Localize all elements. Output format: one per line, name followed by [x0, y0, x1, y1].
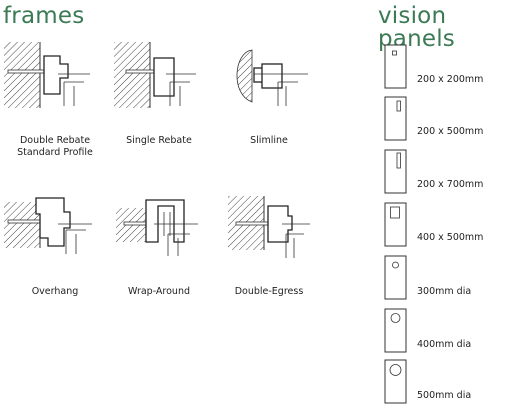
door-leaf-icon — [384, 255, 407, 300]
vision-panel-label: 300mm dia — [417, 286, 472, 297]
frame-slimline: Slimline — [214, 38, 324, 188]
vision-panel-400-dia: 400mm dia — [384, 308, 519, 356]
vision-panel-400x500: 400 x 500mm — [384, 202, 519, 250]
door-leaf-icon — [384, 96, 407, 141]
vision-panel-label: 400 x 500mm — [417, 232, 484, 243]
vision-panel-500-dia: 500mm dia — [384, 359, 519, 407]
frames-heading: frames — [3, 3, 85, 29]
frame-single-rebate: Single Rebate — [104, 38, 214, 188]
vision-panels-heading: vision panels — [378, 3, 455, 52]
vision-panel-200x500: 200 x 500mm — [384, 96, 519, 144]
door-leaf-icon — [384, 308, 407, 353]
vision-panel-label: 200 x 700mm — [417, 179, 484, 190]
vision-panel-label: 500mm dia — [417, 390, 472, 401]
frame-double-egress: Double-Egress — [214, 190, 324, 340]
frame-single-rebate-diagram — [114, 42, 196, 108]
frame-caption: Slimline — [214, 135, 324, 147]
door-leaf-icon — [384, 44, 407, 89]
frame-caption: Double-Egress — [214, 286, 324, 298]
frame-caption: Overhang — [0, 286, 110, 298]
frame-double-egress-diagram — [228, 196, 310, 258]
door-leaf-icon — [384, 202, 407, 247]
frame-overhang-diagram — [4, 197, 92, 254]
frame-caption: Double Rebate Standard Profile — [0, 135, 110, 159]
frame-overhang: Overhang — [0, 190, 110, 340]
frame-wrap-around: Wrap-Around — [104, 190, 214, 340]
door-leaf-icon — [384, 359, 407, 404]
frame-wrap-around-diagram — [116, 199, 198, 256]
frame-caption-line1: Slimline — [250, 135, 288, 146]
frame-double-rebate: Double Rebate Standard Profile — [0, 38, 110, 188]
frame-caption-line1: Single Rebate — [126, 135, 192, 146]
vision-panel-label: 200 x 500mm — [417, 126, 484, 137]
frame-double-rebate-diagram — [4, 42, 90, 108]
frame-slimline-diagram — [236, 49, 308, 106]
frame-caption-line1: Double Rebate — [19, 135, 91, 146]
vision-panel-label: 200 x 200mm — [417, 74, 484, 85]
frame-caption-line2: Standard Profile — [17, 147, 93, 158]
vision-panel-200x200: 200 x 200mm — [384, 44, 519, 92]
frame-caption: Single Rebate — [104, 135, 214, 147]
vision-panel-label: 400mm dia — [417, 339, 472, 350]
frame-caption: Wrap-Around — [104, 286, 214, 298]
frame-caption-line1: Double-Egress — [234, 286, 304, 297]
vision-panel-300-dia: 300mm dia — [384, 255, 519, 303]
frame-caption-line1: Wrap-Around — [127, 286, 191, 297]
door-leaf-icon — [384, 149, 407, 194]
vision-panel-200x700: 200 x 700mm — [384, 149, 519, 197]
frame-caption-line1: Overhang — [31, 286, 79, 297]
